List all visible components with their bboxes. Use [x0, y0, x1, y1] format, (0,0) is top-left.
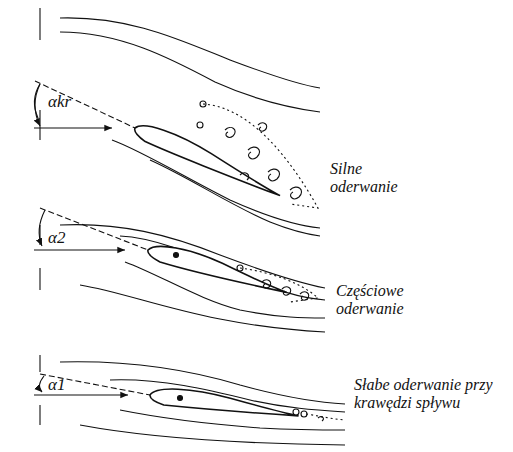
angle-label: α1 — [48, 375, 108, 395]
flow-note: Słabe oderwanie przy krawędzi spływu — [354, 376, 504, 413]
flow-note: Częściowe oderwanie — [336, 282, 441, 319]
angle-label: α2 — [48, 228, 108, 248]
flow-note: Silne oderwanie — [330, 160, 420, 197]
angle-label: αkr — [48, 92, 108, 112]
